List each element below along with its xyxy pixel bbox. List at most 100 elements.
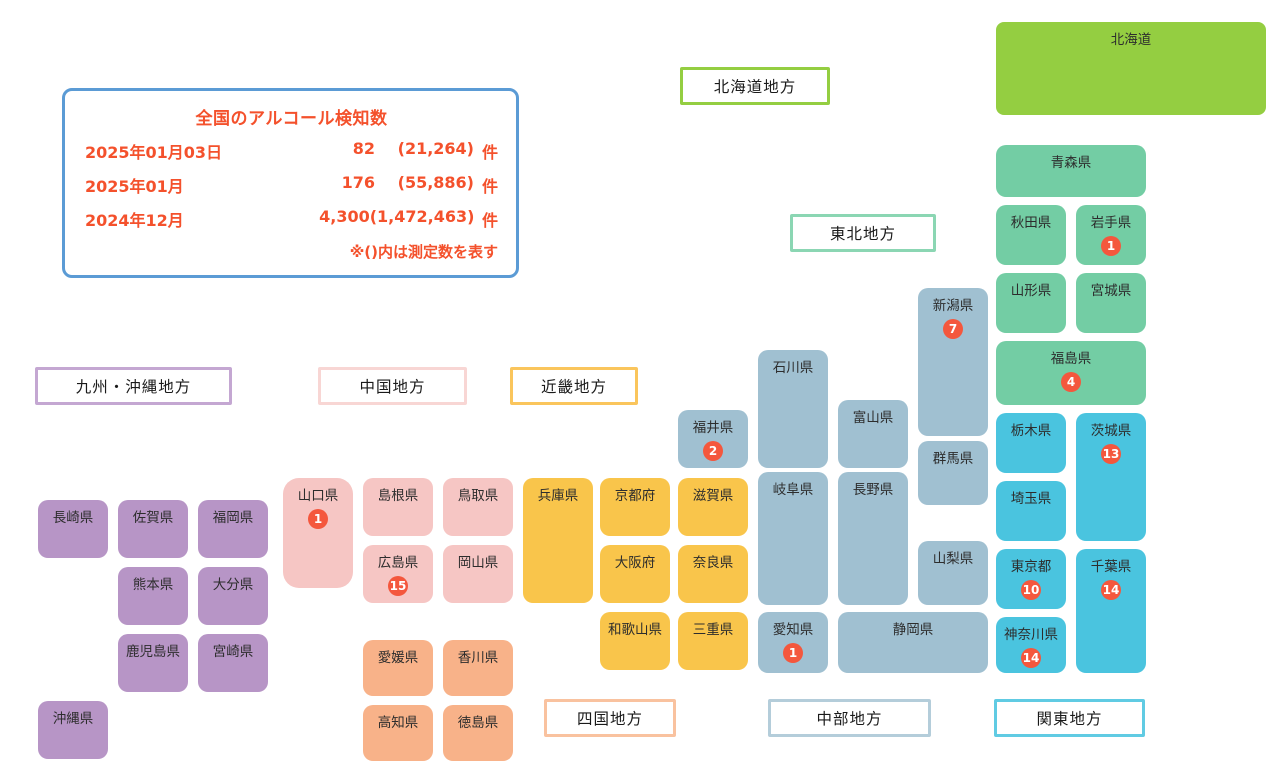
prefecture-tile[interactable]: 山形県 — [996, 273, 1066, 333]
prefecture-name: 岩手県 — [1090, 215, 1132, 231]
prefecture-name: 島根県 — [377, 488, 419, 504]
prefecture-tile[interactable]: 愛媛県 — [363, 640, 433, 696]
prefecture-tile[interactable]: 栃木県 — [996, 413, 1066, 473]
summary-date: 2024年12月 — [85, 211, 184, 230]
prefecture-tile[interactable]: 高知県 — [363, 705, 433, 761]
prefecture-tile[interactable]: 沖縄県 — [38, 701, 108, 759]
summary-row: 2024年12月 4,300(1,472,463) 件 — [85, 207, 498, 231]
prefecture-tile[interactable]: 鳥取県 — [443, 478, 513, 536]
prefecture-name: 香川県 — [457, 650, 499, 666]
summary-unit: 件 — [481, 177, 498, 196]
prefecture-name: 東京都 — [1010, 559, 1052, 575]
prefecture-name: 千葉県 — [1090, 559, 1132, 575]
prefecture-name: 石川県 — [772, 360, 814, 376]
prefecture-tile[interactable]: 佐賀県 — [118, 500, 188, 558]
prefecture-tile[interactable]: 青森県 — [996, 145, 1146, 197]
prefecture-tile[interactable]: 兵庫県 — [523, 478, 593, 603]
prefecture-name: 熊本県 — [132, 577, 174, 593]
prefecture-tile[interactable]: 岐阜県 — [758, 472, 828, 605]
prefecture-tile[interactable]: 山口県 1 — [283, 478, 353, 588]
region-label-text: 四国地方 — [576, 710, 643, 728]
prefecture-name: 愛媛県 — [377, 650, 419, 666]
prefecture-tile[interactable]: 静岡県 — [838, 612, 988, 673]
prefecture-name: 鹿児島県 — [126, 644, 180, 660]
prefecture-tile[interactable]: 和歌山県 — [600, 612, 670, 670]
prefecture-tile[interactable]: 長崎県 — [38, 500, 108, 558]
prefecture-name: 栃木県 — [1010, 423, 1052, 439]
prefecture-name: 佐賀県 — [132, 510, 174, 526]
prefecture-name: 大分県 — [212, 577, 254, 593]
prefecture-name: 福井県 — [692, 420, 734, 436]
prefecture-tile[interactable]: 三重県 — [678, 612, 748, 670]
prefecture-tile[interactable]: 埼玉県 — [996, 481, 1066, 541]
prefecture-tile[interactable]: 大分県 — [198, 567, 268, 625]
region-label-text: 北海道地方 — [713, 78, 797, 96]
region-label-chubu: 中部地方 — [768, 699, 931, 737]
region-label-shikoku: 四国地方 — [544, 699, 676, 737]
prefecture-tile[interactable]: 京都府 — [600, 478, 670, 536]
summary-unit: 件 — [481, 211, 498, 230]
detection-count-badge: 1 — [308, 509, 328, 529]
prefecture-tile[interactable]: 秋田県 — [996, 205, 1066, 265]
prefecture-name: 広島県 — [377, 555, 419, 571]
prefecture-tile[interactable]: 岡山県 — [443, 545, 513, 603]
prefecture-tile[interactable]: 大阪府 — [600, 545, 670, 603]
prefecture-tile[interactable]: 鹿児島県 — [118, 634, 188, 692]
summary-measurement-count: (21,264) — [397, 139, 474, 158]
prefecture-name: 沖縄県 — [52, 711, 94, 727]
prefecture-tile[interactable]: 熊本県 — [118, 567, 188, 625]
prefecture-name: 兵庫県 — [537, 488, 579, 504]
prefecture-tile[interactable]: 山梨県 — [918, 541, 988, 605]
detection-count-badge: 13 — [1101, 444, 1121, 464]
prefecture-name: 徳島県 — [457, 715, 499, 731]
prefecture-tile[interactable]: 滋賀県 — [678, 478, 748, 536]
detection-count-badge: 1 — [783, 643, 803, 663]
prefecture-tile[interactable]: 徳島県 — [443, 705, 513, 761]
prefecture-tile[interactable]: 宮城県 — [1076, 273, 1146, 333]
prefecture-tile[interactable]: 北海道 — [996, 22, 1266, 115]
prefecture-tile[interactable]: 長野県 — [838, 472, 908, 605]
prefecture-name: 青森県 — [1050, 155, 1092, 171]
detection-count-badge: 14 — [1101, 580, 1121, 600]
summary-detection-count: 4,300 — [319, 207, 370, 226]
prefecture-name: 山口県 — [297, 488, 339, 504]
prefecture-name: 静岡県 — [892, 622, 934, 638]
prefecture-tile[interactable]: 愛知県 1 — [758, 612, 828, 673]
prefecture-name: 愛知県 — [772, 622, 814, 638]
detection-count-badge: 1 — [1101, 236, 1121, 256]
summary-title: 全国のアルコール検知数 — [195, 109, 388, 129]
region-label-kanto: 関東地方 — [994, 699, 1145, 737]
prefecture-name: 奈良県 — [692, 555, 734, 571]
prefecture-tile[interactable]: 群馬県 — [918, 441, 988, 505]
prefecture-name: 大阪府 — [614, 555, 656, 571]
region-label-hokkaido: 北海道地方 — [680, 67, 830, 105]
prefecture-tile[interactable]: 千葉県 14 — [1076, 549, 1146, 673]
prefecture-tile[interactable]: 奈良県 — [678, 545, 748, 603]
prefecture-name: 滋賀県 — [692, 488, 734, 504]
prefecture-tile[interactable]: 宮崎県 — [198, 634, 268, 692]
prefecture-tile[interactable]: 岩手県 1 — [1076, 205, 1146, 265]
prefecture-name: 鳥取県 — [457, 488, 499, 504]
prefecture-tile[interactable]: 富山県 — [838, 400, 908, 468]
region-label-chugoku: 中国地方 — [318, 367, 467, 405]
prefecture-tile[interactable]: 島根県 — [363, 478, 433, 536]
prefecture-tile[interactable]: 福岡県 — [198, 500, 268, 558]
prefecture-name: 秋田県 — [1010, 215, 1052, 231]
summary-note: ※()内は測定数を表す — [349, 243, 498, 261]
summary-measurement-count: (1,472,463) — [369, 207, 475, 226]
prefecture-name: 岡山県 — [457, 555, 499, 571]
region-label-text: 中国地方 — [359, 378, 426, 396]
prefecture-tile[interactable]: 香川県 — [443, 640, 513, 696]
summary-detection-count: 176 — [341, 173, 375, 192]
prefecture-name: 群馬県 — [932, 451, 974, 467]
prefecture-tile[interactable]: 石川県 — [758, 350, 828, 468]
